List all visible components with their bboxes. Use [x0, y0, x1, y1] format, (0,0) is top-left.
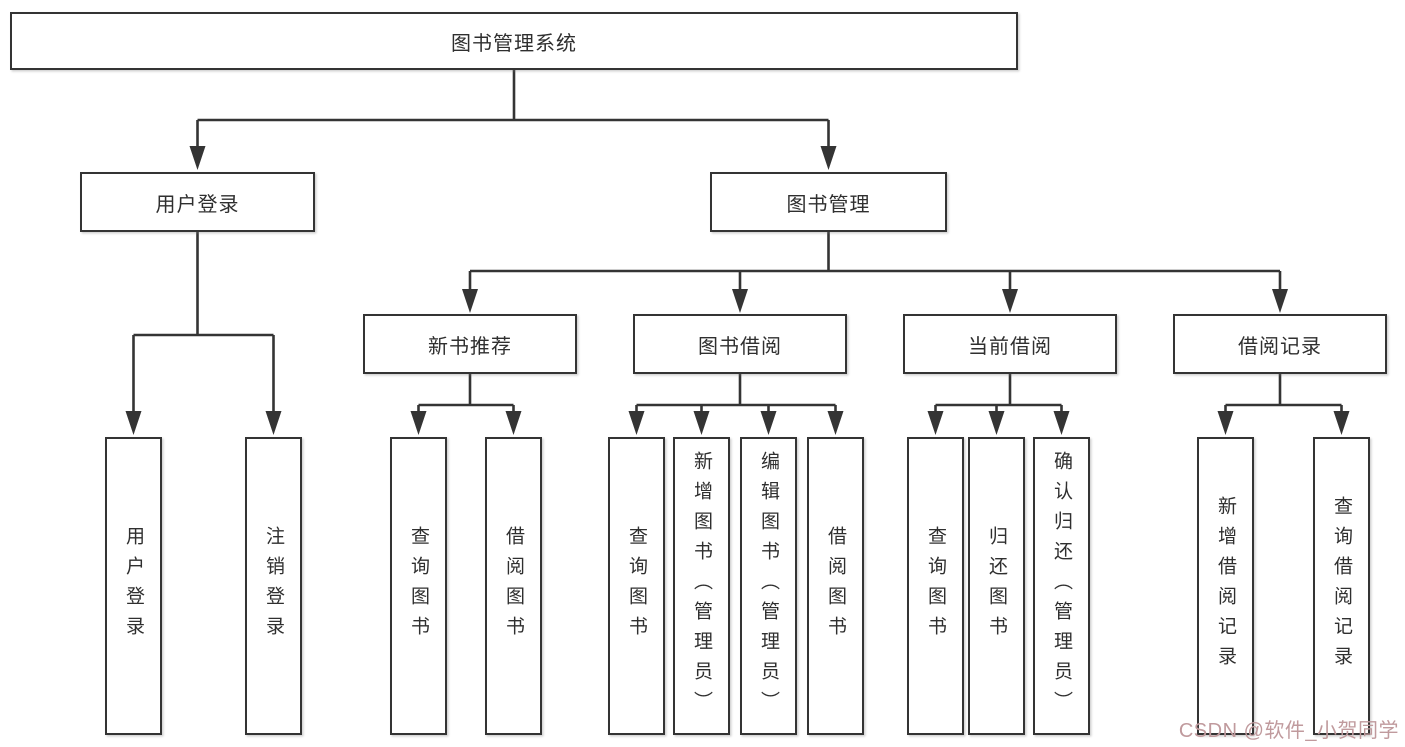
- leaf-records-query-borrow-record: 查询借阅记录: [1313, 437, 1370, 735]
- leaf-borrowing-add-books-admin: 新增图书（管理员）: [673, 437, 730, 735]
- leaf-recommend-query-books: 查询图书: [390, 437, 447, 735]
- csdn-watermark: CSDN @软件_小贺同学: [1178, 720, 1399, 742]
- node-label: 借阅图书: [503, 526, 524, 646]
- node-label: 查询图书: [408, 526, 429, 646]
- node-label: 用户登录: [155, 193, 240, 216]
- node-user-login: 用户登录: [80, 172, 315, 232]
- node-label: 图书借阅: [698, 335, 782, 358]
- node-book-borrowing: 图书借阅: [633, 314, 847, 374]
- node-label: 新增图书（管理员）: [691, 451, 712, 721]
- node-new-book-recommendation: 新书推荐: [363, 314, 577, 374]
- node-label: 确认归还（管理员）: [1051, 451, 1072, 721]
- leaf-current-confirm-return-admin: 确认归还（管理员）: [1033, 437, 1090, 735]
- node-label: 当前借阅: [968, 335, 1052, 358]
- leaf-user-login: 用户登录: [105, 437, 162, 735]
- leaf-records-add-borrow-record: 新增借阅记录: [1197, 437, 1254, 735]
- node-label: 新书推荐: [428, 335, 512, 358]
- node-current-borrowing: 当前借阅: [903, 314, 1117, 374]
- node-label: 注销登录: [263, 526, 284, 646]
- node-book-management: 图书管理: [710, 172, 947, 232]
- node-label: 图书管理系统: [451, 32, 577, 55]
- leaf-current-return-books: 归还图书: [968, 437, 1025, 735]
- leaf-borrowing-query-books: 查询图书: [608, 437, 665, 735]
- leaf-logout: 注销登录: [245, 437, 302, 735]
- node-label: 用户登录: [123, 526, 144, 646]
- node-label: 查询图书: [626, 526, 647, 646]
- node-label: 借阅记录: [1238, 335, 1322, 358]
- node-label: 归还图书: [986, 526, 1007, 646]
- node-label: 图书管理: [786, 193, 871, 216]
- node-label: 新增借阅记录: [1215, 496, 1236, 676]
- leaf-borrowing-borrow-books: 借阅图书: [807, 437, 864, 735]
- node-label: 查询图书: [925, 526, 946, 646]
- node-label: 编辑图书（管理员）: [758, 451, 779, 721]
- node-library-management-system: 图书管理系统: [10, 12, 1018, 70]
- leaf-current-query-books: 查询图书: [907, 437, 964, 735]
- leaf-borrowing-edit-books-admin: 编辑图书（管理员）: [740, 437, 797, 735]
- leaf-recommend-borrow-books: 借阅图书: [485, 437, 542, 735]
- node-borrowing-records: 借阅记录: [1173, 314, 1387, 374]
- node-label: 借阅图书: [825, 526, 846, 646]
- node-label: 查询借阅记录: [1331, 496, 1352, 676]
